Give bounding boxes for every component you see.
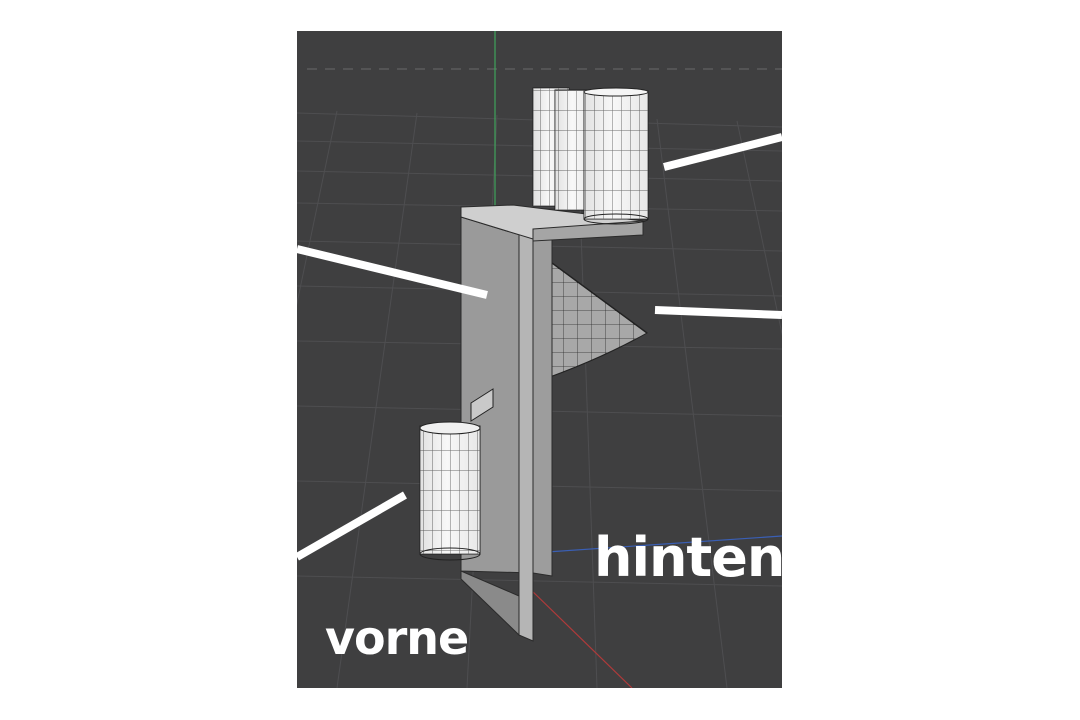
x-axis-line bbox=[528, 587, 633, 688]
top-shelf[interactable] bbox=[460, 204, 644, 242]
annotation-line-board bbox=[297, 245, 488, 299]
annotation-line-top-right bbox=[663, 133, 782, 171]
label-vorne: vorne bbox=[325, 611, 469, 665]
label-hinten: hinten bbox=[594, 526, 782, 589]
3d-viewport[interactable]: hinten vorne bbox=[297, 31, 782, 688]
cylinder-group-top[interactable] bbox=[532, 87, 649, 225]
scene-canvas[interactable] bbox=[297, 31, 782, 688]
z-axis-line bbox=[531, 535, 782, 554]
annotation-line-cone bbox=[654, 306, 782, 319]
annotation-lines bbox=[297, 133, 782, 561]
cylinder-front[interactable] bbox=[419, 421, 481, 561]
annotation-line-cylinder bbox=[297, 491, 407, 561]
